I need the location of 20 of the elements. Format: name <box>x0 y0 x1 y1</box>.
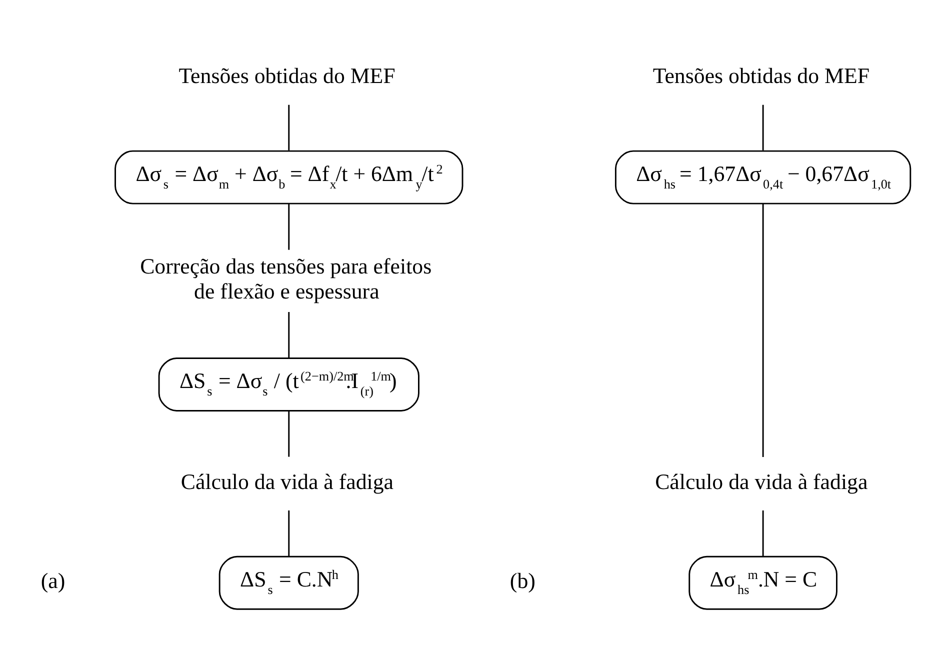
node-text: Cálculo da vida à fadiga <box>180 469 394 494</box>
node-box: ΔS$_{s}$ = Δσ$_{s}$ / (t$^{(2−m)/2m}$.I$_{(r)}$$^{1/m}$) <box>158 357 420 411</box>
node-box: Δσ$_{hs}$ = 1,67Δσ$_{0,4t}$ − 0,67Δσ$_{1,0t}$ <box>614 150 912 204</box>
connector <box>288 104 290 150</box>
connector <box>288 312 290 358</box>
node-box: Δσ$_{s}$ = Δσ$_{m}$ + Δσ$_{b}$ = Δf$_{x}$/t + 6Δm$_{y}$/t$^{2}$ <box>114 150 464 204</box>
label: (a) <box>40 568 66 593</box>
label: (b) <box>510 568 536 593</box>
connector <box>762 203 764 457</box>
connector <box>762 104 764 150</box>
node-text: Tensões obtidas do MEF <box>178 64 396 88</box>
node-box: Δσ$_{hs}$$^{m}$.N = C <box>688 555 838 610</box>
connector <box>288 410 290 456</box>
connector <box>288 510 290 556</box>
node-box: ΔS$_{s}$ = C.N$^{h}$ <box>218 555 359 610</box>
node-text: Correção das tensões para efeitos de flexão e espessura <box>140 254 432 303</box>
connector <box>762 510 764 556</box>
node-text: Cálculo da vida à fadiga <box>655 469 868 494</box>
node-text: Tensões obtidas do MEF <box>652 64 870 88</box>
connector <box>288 203 290 250</box>
